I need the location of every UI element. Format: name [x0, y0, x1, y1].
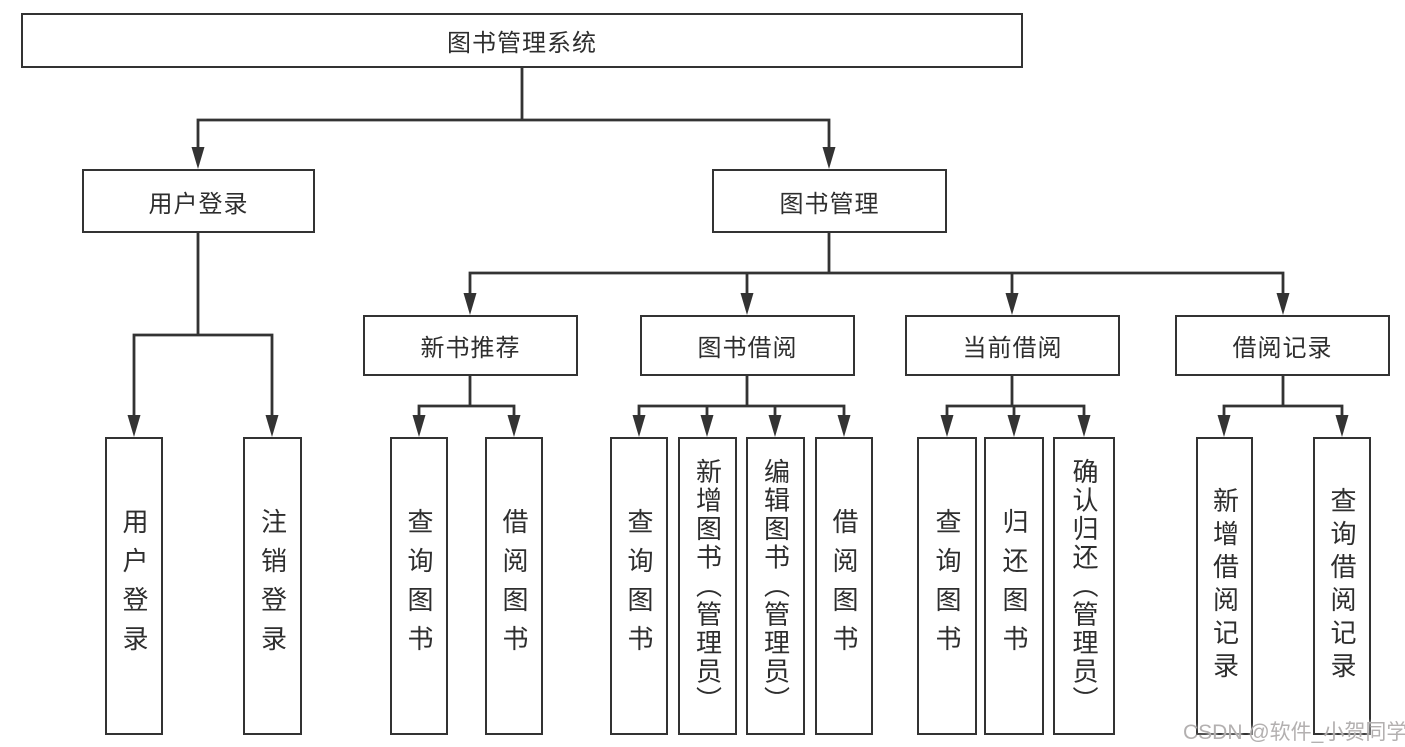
leaf-query-books-3: 查询图书: [917, 437, 977, 735]
node-book-management: 图书管理: [712, 169, 947, 233]
leaf-borrow-books-2: 借阅图书: [815, 437, 873, 735]
leaf-query-books-2: 查询图书: [610, 437, 668, 735]
leaf-edit-book-admin: 编辑图书（管理员）: [746, 437, 805, 735]
leaf-query-books-1: 查询图书: [390, 437, 448, 735]
watermark: CSDN @软件_小贺同学: [1183, 721, 1405, 744]
node-borrowing-records: 借阅记录: [1175, 315, 1390, 376]
leaf-logout: 注销登录: [243, 437, 302, 735]
leaf-add-borrow-record: 新增借阅记录: [1196, 437, 1253, 735]
leaf-borrow-books-1: 借阅图书: [485, 437, 543, 735]
leaf-return-book: 归还图书: [984, 437, 1044, 735]
node-book-borrowing: 图书借阅: [640, 315, 855, 376]
node-user-login: 用户登录: [82, 169, 315, 233]
node-new-book-recommend: 新书推荐: [363, 315, 578, 376]
leaf-query-borrow-record: 查询借阅记录: [1313, 437, 1371, 735]
node-current-borrowing: 当前借阅: [905, 315, 1120, 376]
leaf-add-book-admin: 新增图书（管理员）: [678, 437, 737, 735]
leaf-user-login: 用户登录: [105, 437, 163, 735]
arrowheads: [127, 147, 1349, 437]
node-root: 图书管理系统: [21, 13, 1023, 68]
leaf-confirm-return-admin: 确认归还（管理员）: [1053, 437, 1115, 735]
